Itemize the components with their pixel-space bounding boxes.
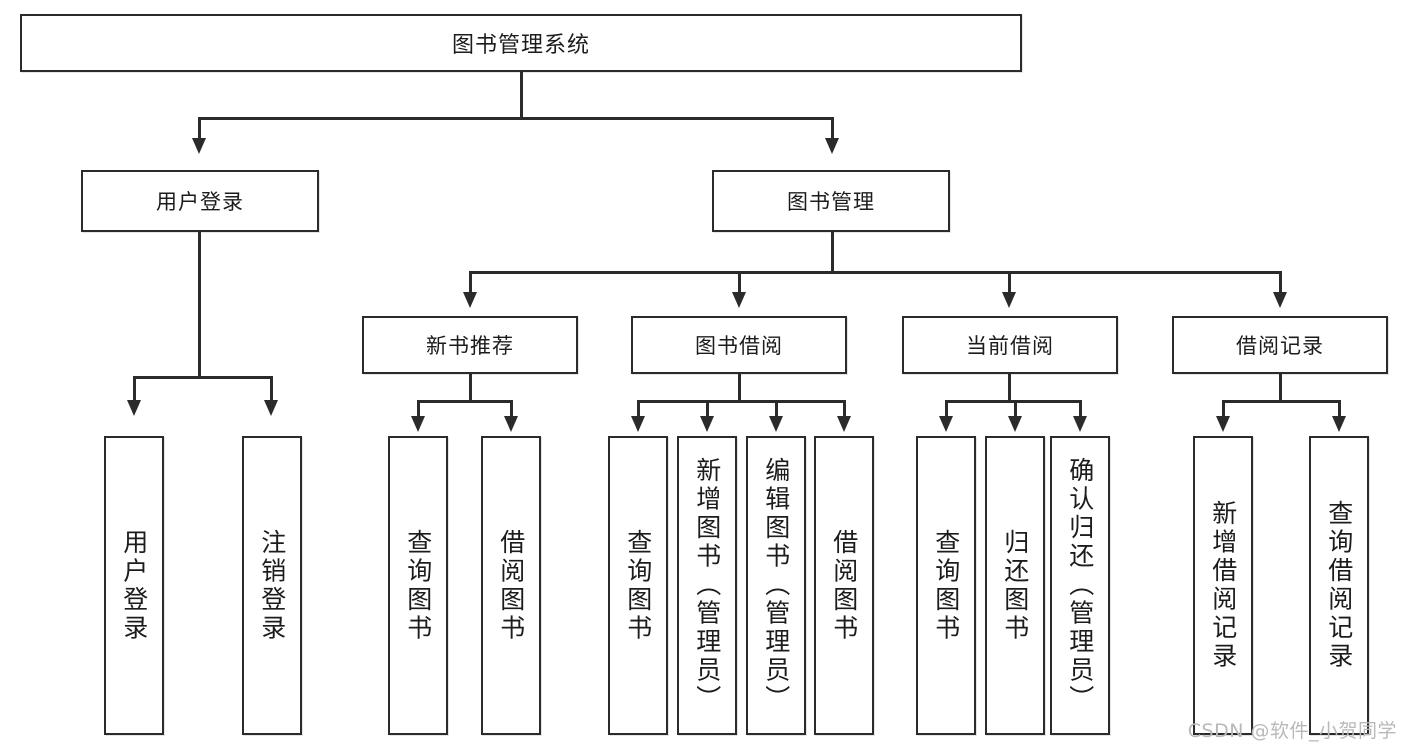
arrow-root-to-book-manage bbox=[825, 138, 839, 154]
connector-current-borrow-leaf-1 bbox=[945, 400, 948, 420]
node-new-book-recommend-label: 新书推荐 bbox=[426, 334, 514, 358]
node-leaf-user-logout-label: 注销登录 bbox=[257, 528, 287, 643]
connector-book-manage-bus bbox=[469, 271, 1281, 274]
connector-book-manage-to-new-book bbox=[469, 271, 472, 297]
node-leaf-borrow-book-1[interactable]: 借阅图书 bbox=[481, 436, 541, 735]
arrow-borrow-record-leaf-1 bbox=[1216, 416, 1230, 432]
arrow-new-book-leaf-2 bbox=[504, 416, 518, 432]
connector-book-manage-to-borrow-record bbox=[1279, 271, 1282, 297]
arrow-user-login-leaf-2 bbox=[264, 400, 278, 416]
node-borrow-record-label: 借阅记录 bbox=[1236, 334, 1324, 358]
arrow-current-borrow-leaf-1 bbox=[939, 416, 953, 432]
node-borrow-record[interactable]: 借阅记录 bbox=[1172, 316, 1388, 374]
node-leaf-user-logout[interactable]: 注销登录 bbox=[242, 436, 302, 735]
connector-borrow-record-bus bbox=[1222, 400, 1340, 403]
node-leaf-confirm-return[interactable]: 确认归还（管理员） bbox=[1050, 436, 1110, 735]
arrow-new-book-leaf-1 bbox=[411, 416, 425, 432]
connector-root-to-user-login bbox=[198, 117, 201, 144]
arrow-book-borrow-leaf-3 bbox=[769, 416, 783, 432]
arrow-book-manage-to-book-borrow bbox=[732, 292, 746, 308]
node-leaf-add-book-label: 新增图书（管理员） bbox=[692, 457, 722, 714]
node-root[interactable]: 图书管理系统 bbox=[20, 14, 1022, 72]
connector-borrow-record-leaf-1 bbox=[1222, 400, 1225, 420]
connector-user-login-bus bbox=[133, 376, 273, 379]
arrow-book-borrow-leaf-2 bbox=[700, 416, 714, 432]
connector-book-borrow-leaf-4 bbox=[843, 400, 846, 420]
connector-root-to-book-manage bbox=[831, 117, 834, 144]
arrow-book-manage-to-new-book bbox=[463, 292, 477, 308]
arrow-book-borrow-leaf-4 bbox=[837, 416, 851, 432]
arrow-borrow-record-leaf-2 bbox=[1332, 416, 1346, 432]
connector-book-borrow-stem bbox=[738, 374, 741, 402]
arrow-book-borrow-leaf-1 bbox=[631, 416, 645, 432]
connector-book-manage-stem bbox=[831, 232, 834, 273]
node-current-borrow[interactable]: 当前借阅 bbox=[902, 316, 1118, 374]
node-root-label: 图书管理系统 bbox=[451, 33, 590, 58]
node-leaf-query-book-1-label: 查询图书 bbox=[403, 528, 433, 643]
arrow-root-to-user-login bbox=[192, 138, 206, 154]
connector-user-login-stem bbox=[198, 232, 201, 378]
node-leaf-borrow-book-2[interactable]: 借阅图书 bbox=[814, 436, 874, 735]
node-user-login-label: 用户登录 bbox=[156, 190, 244, 214]
node-leaf-user-login[interactable]: 用户登录 bbox=[104, 436, 164, 735]
connector-root-bus bbox=[198, 117, 834, 120]
node-leaf-query-book-3[interactable]: 查询图书 bbox=[916, 436, 976, 735]
node-leaf-query-record[interactable]: 查询借阅记录 bbox=[1309, 436, 1369, 735]
node-leaf-edit-book[interactable]: 编辑图书（管理员） bbox=[746, 436, 806, 735]
node-leaf-confirm-return-label: 确认归还（管理员） bbox=[1065, 457, 1095, 714]
node-leaf-query-book-3-label: 查询图书 bbox=[931, 528, 961, 643]
connector-book-borrow-leaf-1 bbox=[637, 400, 640, 420]
node-book-manage[interactable]: 图书管理 bbox=[712, 170, 950, 232]
connector-borrow-record-leaf-2 bbox=[1338, 400, 1341, 420]
arrow-current-borrow-leaf-2 bbox=[1008, 416, 1022, 432]
node-book-manage-label: 图书管理 bbox=[787, 190, 875, 214]
arrow-book-manage-to-current-borrow bbox=[1002, 292, 1016, 308]
arrow-user-login-leaf-1 bbox=[127, 400, 141, 416]
connector-new-book-leaf-2 bbox=[510, 400, 513, 420]
node-book-borrow[interactable]: 图书借阅 bbox=[631, 316, 847, 374]
connector-root-stem bbox=[520, 72, 523, 118]
node-leaf-query-book-1[interactable]: 查询图书 bbox=[388, 436, 448, 735]
connector-book-borrow-leaf-3 bbox=[775, 400, 778, 420]
node-leaf-user-login-label: 用户登录 bbox=[119, 528, 149, 643]
node-leaf-query-book-2-label: 查询图书 bbox=[623, 528, 653, 643]
connector-book-borrow-bus bbox=[637, 400, 845, 403]
connector-new-book-stem bbox=[469, 374, 472, 402]
node-leaf-return-book[interactable]: 归还图书 bbox=[985, 436, 1045, 735]
arrow-current-borrow-leaf-3 bbox=[1073, 416, 1087, 432]
connector-borrow-record-stem bbox=[1279, 374, 1282, 402]
csdn-watermark: CSDN @软件_小贺同学 bbox=[1187, 720, 1397, 742]
node-leaf-add-record[interactable]: 新增借阅记录 bbox=[1193, 436, 1253, 735]
connector-current-borrow-stem bbox=[1008, 374, 1011, 402]
node-leaf-return-book-label: 归还图书 bbox=[1000, 528, 1030, 643]
arrow-book-manage-to-borrow-record bbox=[1273, 292, 1287, 308]
node-leaf-edit-book-label: 编辑图书（管理员） bbox=[761, 457, 791, 714]
node-new-book-recommend[interactable]: 新书推荐 bbox=[362, 316, 578, 374]
connector-book-manage-to-book-borrow bbox=[738, 271, 741, 297]
connector-book-borrow-leaf-2 bbox=[706, 400, 709, 420]
connector-user-login-leaf-1 bbox=[133, 376, 136, 405]
connector-new-book-bus bbox=[417, 400, 512, 403]
node-user-login[interactable]: 用户登录 bbox=[81, 170, 319, 232]
connector-user-login-leaf-2 bbox=[270, 376, 273, 405]
node-book-borrow-label: 图书借阅 bbox=[695, 334, 783, 358]
node-leaf-query-book-2[interactable]: 查询图书 bbox=[608, 436, 668, 735]
node-leaf-query-record-label: 查询借阅记录 bbox=[1324, 500, 1354, 671]
connector-current-borrow-leaf-3 bbox=[1079, 400, 1082, 420]
connector-book-manage-to-current-borrow bbox=[1008, 271, 1011, 297]
connector-current-borrow-leaf-2 bbox=[1014, 400, 1017, 420]
node-leaf-add-book[interactable]: 新增图书（管理员） bbox=[677, 436, 737, 735]
connector-current-borrow-bus bbox=[945, 400, 1081, 403]
node-leaf-borrow-book-1-label: 借阅图书 bbox=[496, 528, 526, 643]
node-current-borrow-label: 当前借阅 bbox=[966, 334, 1054, 358]
node-leaf-borrow-book-2-label: 借阅图书 bbox=[829, 528, 859, 643]
connector-new-book-leaf-1 bbox=[417, 400, 420, 420]
node-leaf-add-record-label: 新增借阅记录 bbox=[1208, 500, 1238, 671]
